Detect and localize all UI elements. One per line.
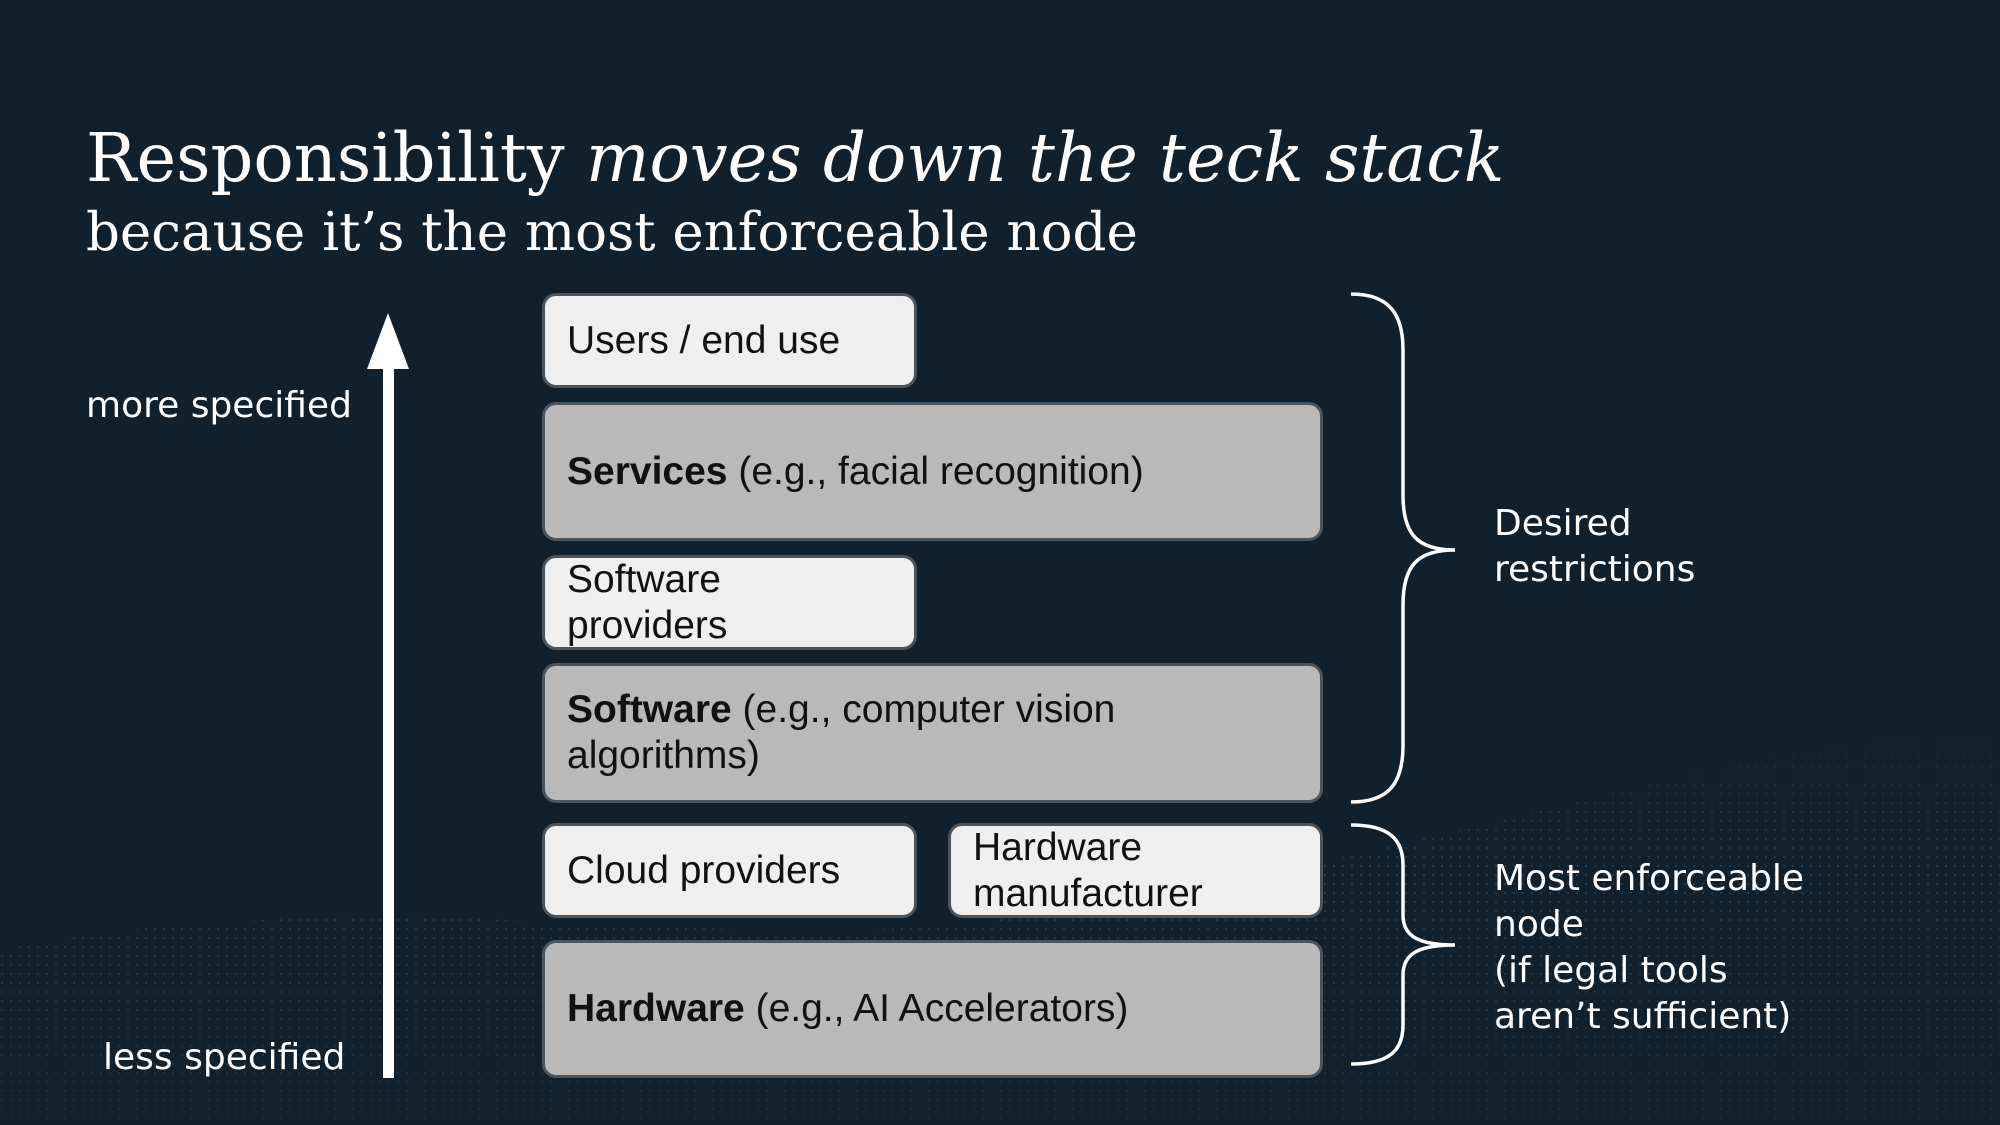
desired-line-1: Desired bbox=[1494, 503, 1632, 544]
box-hardware-manufacturer-label: Hardware manufacturer bbox=[973, 825, 1203, 915]
box-software-providers-label: Software providers bbox=[567, 557, 728, 647]
box-hardware-rest: (e.g., AI Accelerators) bbox=[755, 987, 1129, 1030]
specificity-arrow bbox=[383, 360, 394, 1078]
box-software-providers: Software providers bbox=[542, 555, 917, 650]
page-title: Responsibility moves down the teck stack bbox=[86, 118, 1504, 198]
title-italic: moves down the teck stack bbox=[585, 119, 1505, 197]
arrow-up-icon bbox=[367, 313, 409, 369]
box-services-rest: (e.g., facial recognition) bbox=[738, 449, 1144, 493]
desired-line-2: restrictions bbox=[1494, 549, 1696, 590]
box-hardware-manufacturer: Hardware manufacturer bbox=[948, 823, 1323, 918]
box-cloud-providers: Cloud providers bbox=[542, 823, 917, 918]
box-software: Software (e.g., computer vision algorith… bbox=[542, 663, 1323, 803]
desired-restrictions-label: Desired restrictions bbox=[1494, 501, 1695, 593]
enforce-line-4: aren’t sufficient) bbox=[1494, 996, 1792, 1037]
box-hardware-bold: Hardware bbox=[567, 987, 745, 1030]
enforce-line-2: node bbox=[1494, 904, 1584, 945]
box-users-label: Users / end use bbox=[567, 318, 841, 362]
most-enforceable-label: Most enforceable node (if legal tools ar… bbox=[1494, 856, 1804, 1040]
title-plain: Responsibility bbox=[86, 119, 565, 197]
box-cloud-providers-label: Cloud providers bbox=[567, 848, 841, 892]
enforce-line-1: Most enforceable bbox=[1494, 858, 1805, 899]
enforce-line-3: (if legal tools bbox=[1494, 950, 1728, 991]
box-software-bold: Software bbox=[567, 688, 732, 731]
box-users: Users / end use bbox=[542, 293, 917, 388]
axis-bottom-label: less specified bbox=[103, 1037, 346, 1078]
box-software-rest: (e.g., computer vision algorithms) bbox=[567, 688, 1116, 777]
box-hardware: Hardware (e.g., AI Accelerators) bbox=[542, 940, 1323, 1078]
box-services-bold: Services bbox=[567, 449, 728, 493]
axis-top-label: more specified bbox=[86, 385, 352, 426]
page-subtitle: because it’s the most enforceable node bbox=[86, 202, 1138, 263]
box-services: Services (e.g., facial recognition) bbox=[542, 402, 1323, 541]
